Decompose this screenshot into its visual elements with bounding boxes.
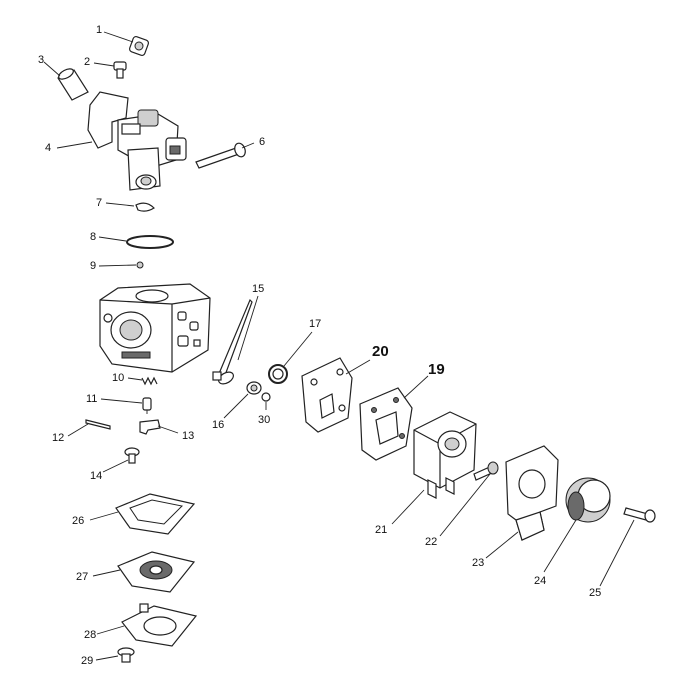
part-21-pump-body [413,411,477,499]
part-13-lever [139,419,161,435]
part-9-ball [136,261,144,269]
label-part-8: 8 [90,231,97,243]
part-22-screw [473,461,499,481]
label-part-12: 12 [52,432,65,444]
part-16-spring [246,381,262,395]
part-2-screw [113,61,127,79]
label-part-3: 3 [38,54,45,66]
part-6-screw [195,142,246,169]
label-part-22: 22 [425,536,438,548]
part-25-screw [623,507,656,523]
part-29-screw [117,647,135,663]
part-15-needle-screw [212,298,253,385]
part-26-gasket [115,493,196,535]
label-part-29: 29 [81,655,94,667]
label-part-28: 28 [84,629,97,641]
label-part-9: 9 [90,260,97,272]
part-30-ball [261,392,271,402]
label-part-24: 24 [534,575,547,587]
part-11-needle [142,397,152,414]
label-part-27: 27 [76,571,89,583]
label-part-1: 1 [96,24,103,36]
label-part-17: 17 [309,318,322,330]
part-28-cover [121,603,198,647]
part-10-spring [141,376,158,386]
label-part-19: 19 [428,361,445,378]
part-1-nut [128,35,150,57]
label-part-10: 10 [112,372,125,384]
label-part-16: 16 [212,419,225,431]
label-part-14: 14 [90,470,103,482]
label-part-6: 6 [259,136,266,148]
label-part-4: 4 [45,142,52,154]
label-part-26: 26 [72,515,85,527]
label-part-2: 2 [84,56,91,68]
label-part-11: 11 [86,393,98,405]
part-24-primer-bulb [565,477,611,523]
label-part-25: 25 [589,587,602,599]
part-8-o-ring [126,235,174,249]
label-part-20: 20 [372,343,389,360]
part-23-primer-gasket [505,445,559,541]
part-3-tube [57,68,89,101]
part-17-o-ring [268,364,288,384]
label-part-30: 30 [258,414,271,426]
label-part-13: 13 [182,430,195,442]
part-14-screw [124,447,140,464]
part-12-pin [85,419,111,430]
label-part-21: 21 [375,524,388,536]
label-part-23: 23 [472,557,485,569]
part-7-clip [135,202,155,212]
carburetor-body [99,283,211,373]
part-4-carburetor-top [87,91,187,191]
label-part-7: 7 [96,197,103,209]
part-27-diaphragm [117,551,196,593]
part-20-gasket [301,357,353,433]
label-part-15: 15 [252,283,265,295]
part-19-gasket [359,387,413,461]
